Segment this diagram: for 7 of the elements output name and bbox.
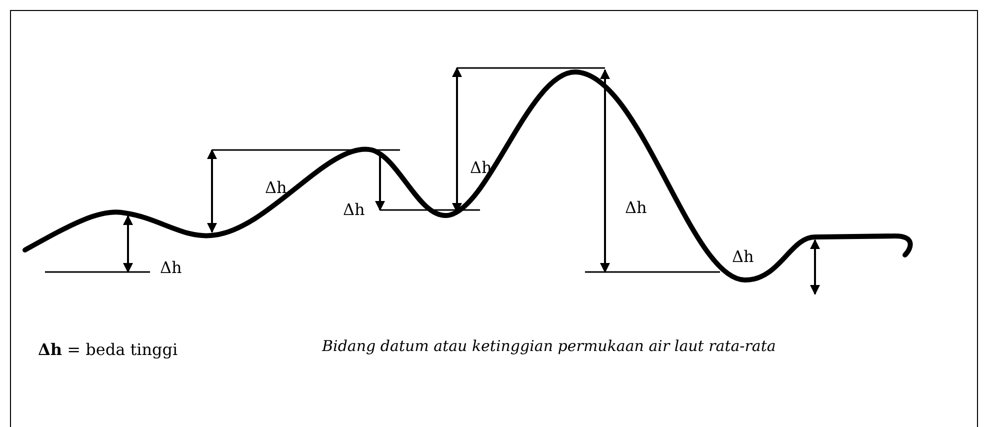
height-difference-label: Δh	[160, 258, 182, 277]
height-difference-label: Δh	[625, 198, 647, 217]
height-difference-label: Δh	[265, 178, 287, 197]
height-difference-label: Δh	[732, 247, 754, 266]
legend-note: Δh = beda tinggi	[38, 340, 178, 359]
height-difference-label: Δh	[343, 200, 365, 219]
datum-plane-note: Bidang datum atau ketinggian permukaan air laut rata-rata	[322, 337, 776, 355]
